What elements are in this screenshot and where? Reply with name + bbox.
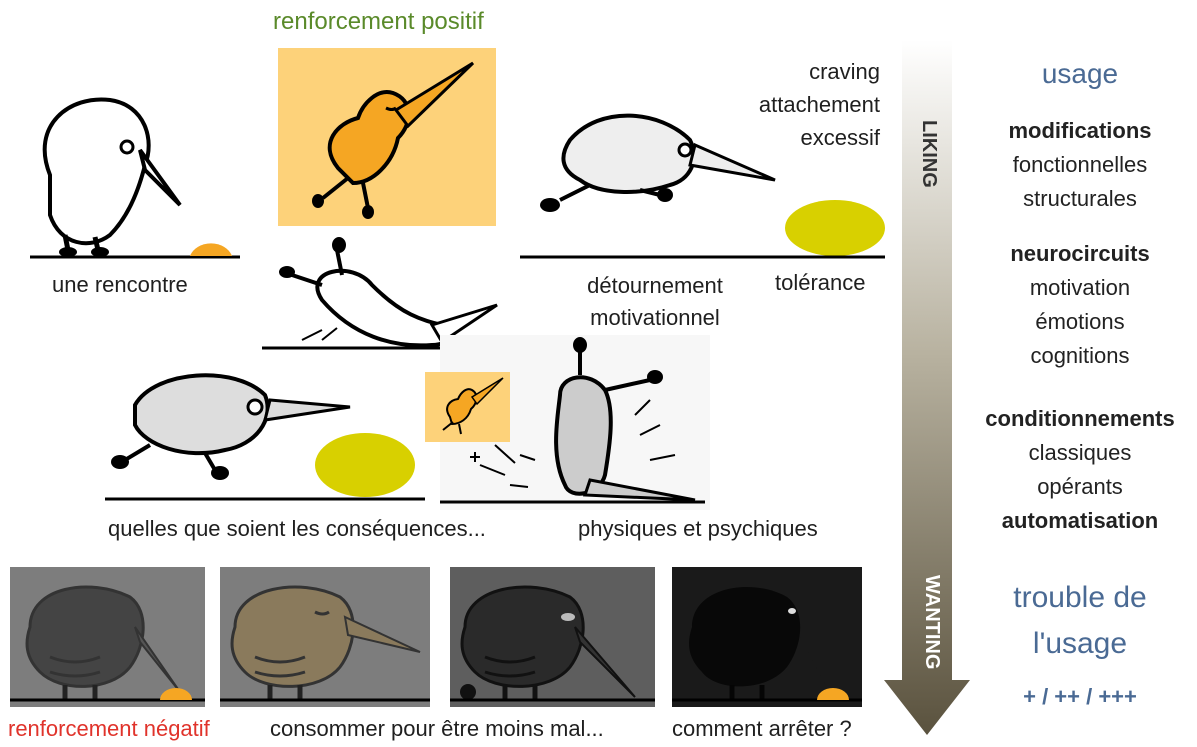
sidebar-operants: opérants — [975, 470, 1185, 504]
panel-negative-1 — [10, 567, 205, 707]
caption-tolerance: tolérance — [775, 270, 866, 296]
sidebar-emotions: émotions — [975, 305, 1185, 339]
sidebar-usage: usage — [975, 57, 1185, 91]
sidebar-automatisation: automatisation — [975, 504, 1185, 538]
caption-consequences: quelles que soient les conséquences... — [108, 516, 486, 542]
sidebar-motivation: motivation — [975, 271, 1185, 305]
craving-list: craving attachement excessif — [700, 55, 880, 154]
kiwi-crash-illustration — [440, 335, 710, 510]
sidebar-levels: + / ++ / +++ — [975, 680, 1185, 714]
kiwi-chasing-illustration — [105, 365, 435, 505]
sidebar-trouble-1: trouble de — [975, 575, 1185, 621]
sidebar-cognitions: cognitions — [975, 339, 1185, 373]
arrow-label-liking: LIKING — [910, 120, 940, 170]
sidebar-structurales: structurales — [975, 182, 1185, 216]
kiwi-dark-illustration-1 — [10, 567, 205, 707]
panel-negative-4 — [672, 567, 862, 707]
caption-rencontre: une rencontre — [52, 272, 188, 298]
sidebar-block-modifications: modifications fonctionnelles structurale… — [975, 114, 1185, 216]
sidebar-block-conditionnements: conditionnements classiques opérants aut… — [975, 402, 1185, 538]
kiwi-brown-illustration — [220, 567, 430, 707]
sidebar-block-neurocircuits: neurocircuits motivation émotions cognit… — [975, 237, 1185, 373]
caption-detournement: détournement motivationnel — [560, 270, 750, 334]
craving-line-2: attachement — [700, 88, 880, 121]
sidebar-neurocircuits: neurocircuits — [975, 237, 1185, 271]
caption-physiques: physiques et psychiques — [578, 516, 818, 542]
caption-detournement-1: détournement — [560, 270, 750, 302]
panel-negative-3 — [450, 567, 655, 707]
arrow-label-wanting: WANTING — [913, 575, 943, 665]
sidebar-trouble-2: l'usage — [975, 621, 1185, 667]
panel-negative-2 — [220, 567, 430, 707]
caption-detournement-2: motivationnel — [560, 302, 750, 334]
kiwi-darker-illustration — [450, 567, 655, 707]
label-renforcement-positif: renforcement positif — [273, 8, 484, 36]
sidebar-classiques: classiques — [975, 436, 1185, 470]
kiwi-encounter-illustration — [20, 85, 250, 265]
kiwi-black-illustration — [672, 567, 862, 707]
sidebar-trouble: trouble de l'usage — [975, 575, 1185, 667]
craving-line-1: craving — [700, 55, 880, 88]
craving-line-3: excessif — [700, 121, 880, 154]
sidebar-fonctionnelles: fonctionnelles — [975, 148, 1185, 182]
sidebar-modifications: modifications — [975, 114, 1185, 148]
sidebar-conditionnements: conditionnements — [975, 402, 1185, 436]
caption-renf-negatif: renforcement négatif — [8, 716, 210, 742]
caption-consommer: consommer pour être moins mal... — [270, 716, 604, 742]
kiwi-happy-illustration — [278, 48, 496, 226]
caption-arreter: comment arrêter ? — [672, 716, 852, 742]
